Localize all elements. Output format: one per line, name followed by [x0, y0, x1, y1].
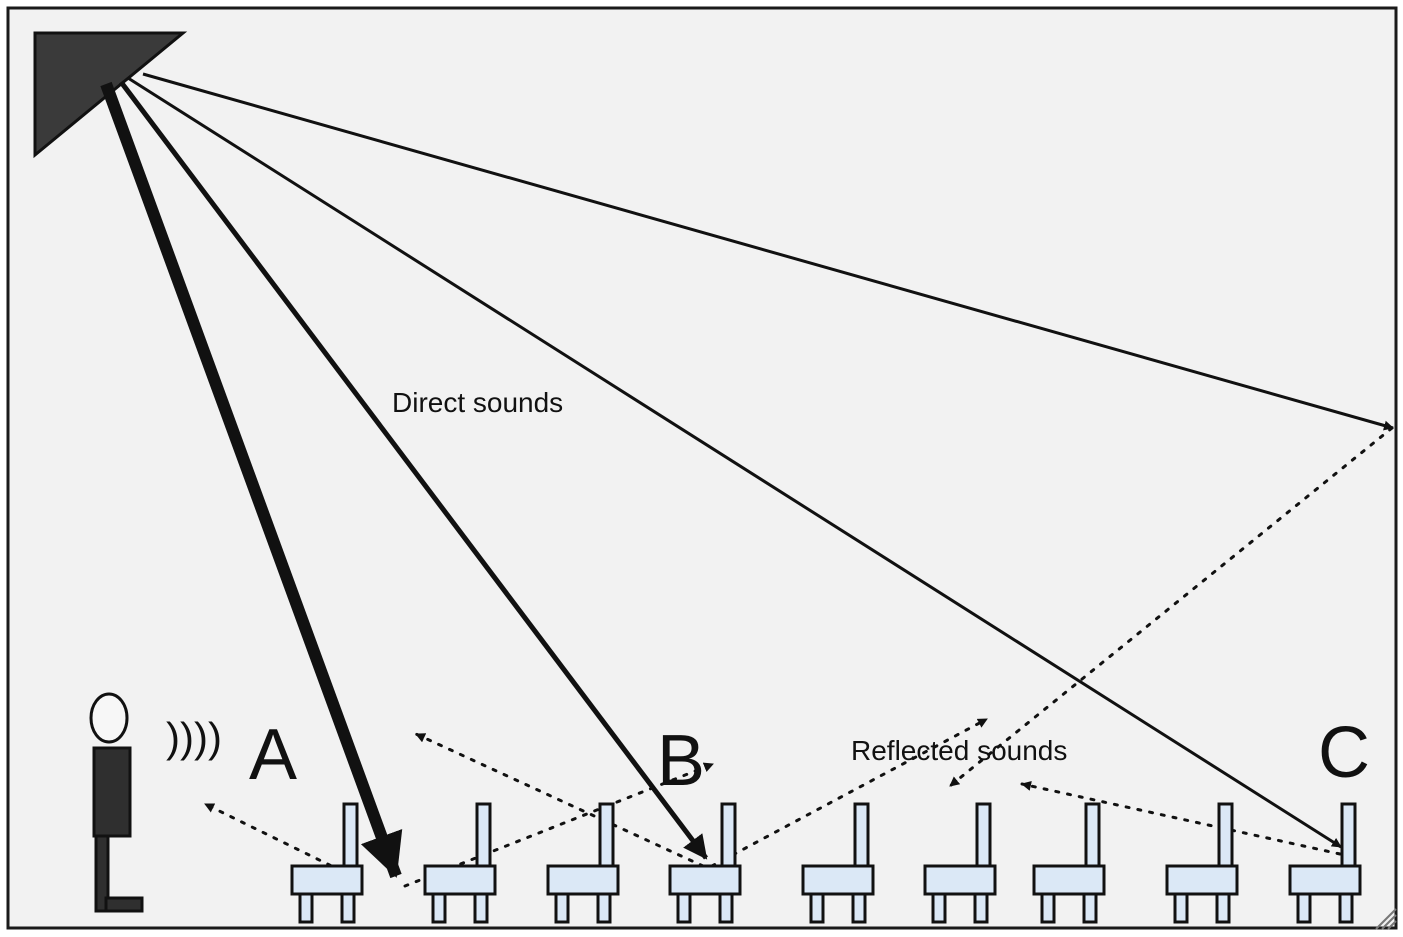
- label-c: C: [1318, 713, 1370, 793]
- chair-leg-left: [431, 892, 447, 924]
- direct-sound-line-c: [127, 76, 1342, 849]
- chairs-row: [290, 802, 1362, 924]
- chair-icon: [290, 802, 364, 924]
- sound-waves-text: )))): [166, 714, 222, 761]
- chair-leg-right: [851, 892, 867, 924]
- label-reflected-sounds: Reflected sounds: [851, 735, 1067, 766]
- chair-leg-right: [596, 892, 612, 924]
- chair-seat: [546, 864, 620, 896]
- chair-back: [475, 802, 492, 868]
- room-background: [6, 6, 1398, 930]
- person-foot: [104, 896, 144, 913]
- reflected-sound-line-b-right: [710, 717, 989, 868]
- chair-seat: [923, 864, 997, 896]
- chair-back: [853, 802, 870, 868]
- chair-seat: [1288, 864, 1362, 896]
- chair-back: [598, 802, 615, 868]
- chair-icon: [423, 802, 497, 924]
- chair-leg-right: [473, 892, 489, 924]
- listener-group: )))): [89, 692, 222, 913]
- chair-seat: [668, 864, 742, 896]
- person-icon: [92, 746, 132, 838]
- chair-icon: [668, 802, 742, 924]
- chair-icon: [1288, 802, 1362, 924]
- chair-icon: [923, 802, 997, 924]
- label-a: A: [249, 715, 297, 795]
- person-leg: [94, 834, 110, 913]
- chair-leg-right: [718, 892, 734, 924]
- chair-back: [342, 802, 359, 868]
- chair-back: [1340, 802, 1357, 868]
- chair-icon: [546, 802, 620, 924]
- chair-seat: [801, 864, 875, 896]
- chair-icon: [801, 802, 875, 924]
- chair-back: [720, 802, 737, 868]
- chair-leg-left: [1173, 892, 1189, 924]
- resize-grip-icon: [1375, 908, 1397, 930]
- label-b: B: [657, 721, 705, 801]
- chair-seat: [1165, 864, 1239, 896]
- reflected-sound-line-a-left: [203, 802, 354, 878]
- chair-seat: [423, 864, 497, 896]
- reflected-sound-line-a-up: [403, 762, 715, 888]
- chair-back: [1217, 802, 1234, 868]
- chair-leg-right: [1338, 892, 1354, 924]
- label-direct-sounds: Direct sounds: [392, 387, 563, 418]
- reflected-sound-line-wall: [948, 426, 1394, 788]
- chair-icon: [1032, 802, 1106, 924]
- chair-leg-right: [973, 892, 989, 924]
- chair-icon: [1165, 802, 1239, 924]
- person-head: [89, 692, 129, 744]
- chair-leg-left: [1040, 892, 1056, 924]
- chair-leg-left: [298, 892, 314, 924]
- chair-leg-right: [1215, 892, 1231, 924]
- chair-leg-right: [1082, 892, 1098, 924]
- chair-leg-left: [809, 892, 825, 924]
- chair-back: [975, 802, 992, 868]
- chair-leg-left: [1296, 892, 1312, 924]
- direct-sound-line-b: [119, 80, 708, 860]
- chair-leg-left: [676, 892, 692, 924]
- chair-back: [1084, 802, 1101, 868]
- direct-sound-line-a: [100, 81, 403, 879]
- reflected-sound-line-b-left: [414, 732, 705, 868]
- chair-leg-left: [554, 892, 570, 924]
- chair-seat: [1032, 864, 1106, 896]
- chair-leg-left: [931, 892, 947, 924]
- chair-leg-right: [340, 892, 356, 924]
- chair-seat: [290, 864, 364, 896]
- direct-sound-line-top: [142, 72, 1394, 431]
- reflected-sound-paths: [203, 426, 1394, 888]
